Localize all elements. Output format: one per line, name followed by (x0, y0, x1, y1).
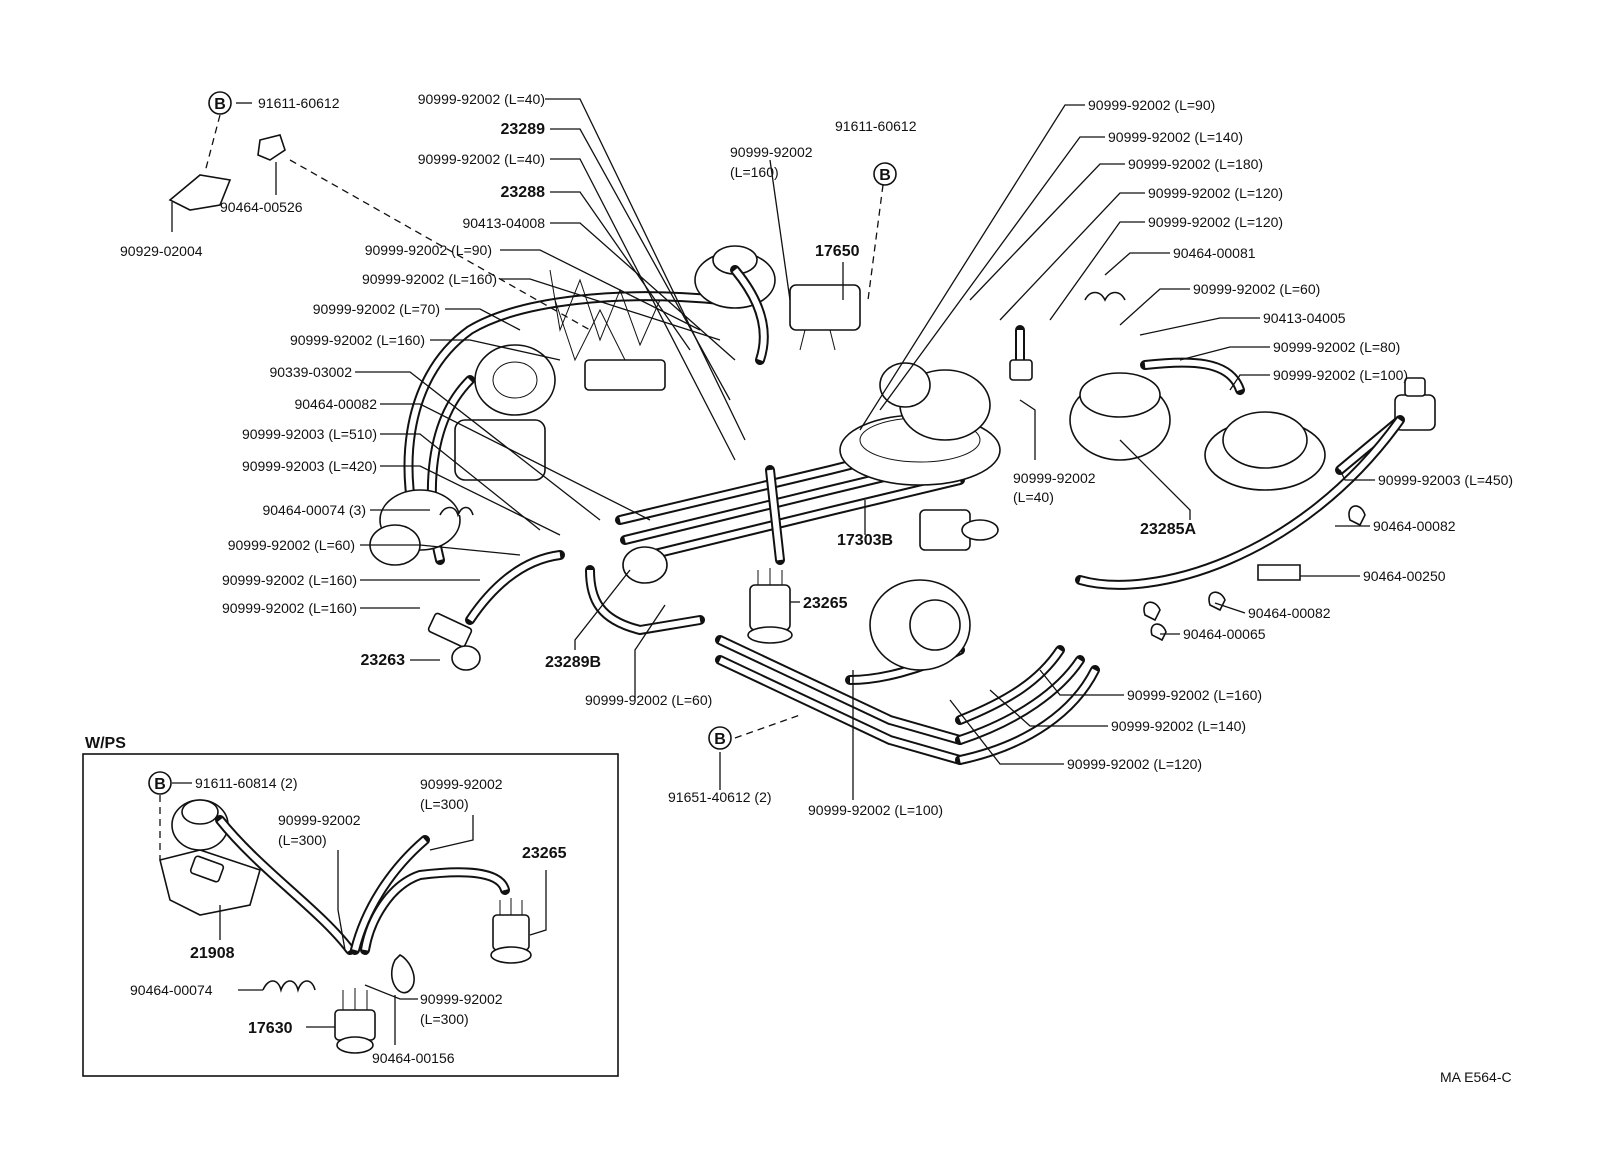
part-label: 90999-92002 (L=160) (222, 572, 357, 588)
part-label: 91651-40612 (2) (668, 789, 772, 805)
part-label: 90464-00156 (372, 1050, 455, 1066)
part-label: 90999-92002 (L=160) (362, 271, 497, 287)
part-label: 91611-60612 (258, 95, 340, 111)
part-label: 90999-92002 (L=40) (418, 151, 545, 167)
part-label: 90464-00065 (1183, 626, 1266, 642)
lower-hose-bundle (715, 579, 1100, 765)
part-label: 90464-00082 (294, 396, 377, 412)
part-label: 90464-00082 (1248, 605, 1331, 621)
part-label: (L=40) (1013, 489, 1054, 505)
part-label: 90999-92002 (L=120) (1148, 185, 1283, 201)
part-label: 90999-92002 (L=140) (1111, 718, 1246, 734)
part-label: 23263 (361, 652, 406, 669)
part-label: 90999-92002 (420, 776, 503, 792)
part-label: 90999-92002 (L=60) (228, 537, 355, 553)
part-label: 90999-92002 (1013, 470, 1096, 486)
part-label: 90999-92002 (420, 991, 503, 1007)
part-label: 90464-00250 (1363, 568, 1446, 584)
part-label: 90999-92002 (L=90) (365, 242, 492, 258)
part-label: 90999-92003 (L=420) (242, 458, 377, 474)
part-label: 90999-92002 (L=40) (418, 91, 545, 107)
callout-b-letter: B (879, 167, 891, 184)
part-label: 90464-00074 (3) (262, 502, 366, 518)
leader-lines (171, 98, 1375, 800)
part-label: 90464-00074 (130, 982, 213, 998)
callout-b-bottom: B (708, 726, 732, 750)
part-label: 90999-92002 (L=70) (313, 301, 440, 317)
part-label: 90999-92002 (730, 144, 813, 160)
part-label: 23289B (545, 654, 601, 671)
figure-code: MA E564-C (1440, 1069, 1512, 1085)
wps-inset-frame (82, 753, 619, 1077)
part-label: 90999-92002 (L=60) (585, 692, 712, 708)
part-label: 23265 (522, 845, 567, 862)
wps-inset-parts (159, 795, 532, 1054)
part-label: 90999-92003 (L=450) (1378, 472, 1513, 488)
clip-parts (168, 134, 1366, 642)
part-label: 90999-92002 (L=100) (1273, 367, 1408, 383)
part-label: 90999-92002 (L=80) (1273, 339, 1400, 355)
part-labels: 91611-60612 90464-00526 90929-02004 9099… (85, 91, 1513, 1085)
part-label: 90999-92002 (L=160) (1127, 687, 1262, 703)
wps-leader-lines (172, 782, 547, 1045)
callout-b-inset: B (148, 771, 172, 795)
callout-b-letter: B (214, 96, 226, 113)
inset-title: W/PS (85, 735, 126, 752)
part-label: 90464-00526 (220, 199, 303, 215)
part-label: 90413-04008 (462, 215, 545, 231)
part-label: 23288 (501, 184, 546, 201)
part-label: 91611-60814 (2) (195, 775, 297, 791)
part-label: 90464-00082 (1373, 518, 1456, 534)
part-label: 23289 (501, 121, 546, 138)
part-label: 90464-00081 (1173, 245, 1256, 261)
part-label: 23265 (803, 595, 848, 612)
part-label: 90339-03002 (269, 364, 352, 380)
part-label: 90999-92002 (278, 812, 361, 828)
part-label: 90999-92002 (L=120) (1148, 214, 1283, 230)
callout-b-top: B (873, 162, 897, 186)
part-label: 17650 (815, 243, 860, 260)
part-label: (L=300) (420, 1011, 469, 1027)
part-label: 90999-92002 (L=60) (1193, 281, 1320, 297)
left-hose-parts (369, 465, 793, 671)
part-label: (L=300) (278, 832, 327, 848)
callout-b-top-left: B (208, 91, 232, 115)
engine-outline (403, 269, 725, 565)
callout-b-letter: B (714, 731, 726, 748)
part-label: (L=300) (420, 796, 469, 812)
part-label: 90999-92002 (L=100) (808, 802, 943, 818)
part-label: 17303B (837, 532, 893, 549)
part-label: 90999-92002 (L=180) (1128, 156, 1263, 172)
part-label: 90929-02004 (120, 243, 203, 259)
central-hose-bundle (615, 362, 1001, 565)
part-label: 21908 (190, 945, 235, 962)
part-label: (L=160) (730, 164, 779, 180)
part-label: 90999-92002 (L=120) (1067, 756, 1202, 772)
callout-b-letter: B (154, 776, 166, 793)
part-label: 90999-92002 (L=140) (1108, 129, 1243, 145)
part-label: 23285A (1140, 521, 1196, 538)
vacuum-modulator-top (694, 245, 861, 365)
part-label: 17630 (248, 1020, 293, 1037)
right-actuators (1009, 325, 1436, 590)
part-label: 90999-92002 (L=160) (290, 332, 425, 348)
part-label: 90999-92002 (L=160) (222, 600, 357, 616)
part-label: 90999-92002 (L=90) (1088, 97, 1215, 113)
part-label: 90413-04005 (1263, 310, 1346, 326)
part-label: 90999-92003 (L=510) (242, 426, 377, 442)
part-label: 91611-60612 (835, 118, 917, 134)
